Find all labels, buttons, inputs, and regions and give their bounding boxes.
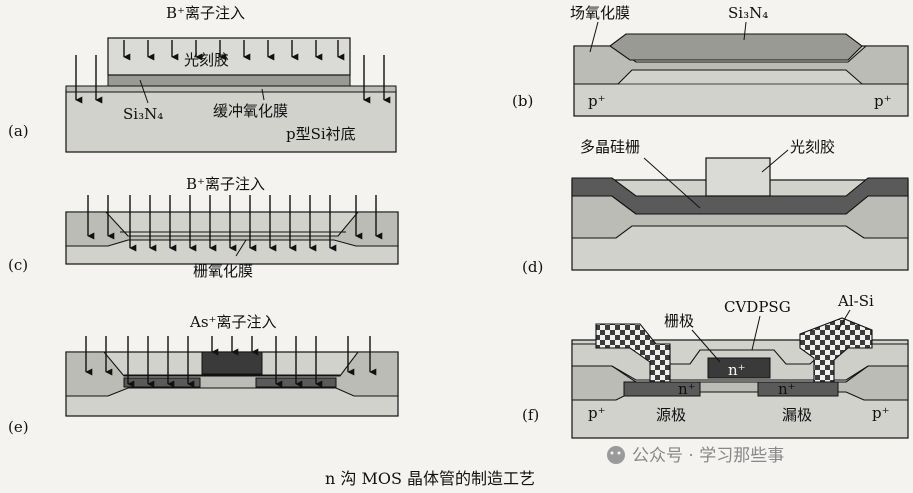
panel-label-a: (a): [8, 122, 29, 140]
watermark: 公众号 · 学习那些事: [607, 446, 784, 466]
panel-f: 栅极 CVDPSG Al-Si n⁺ n⁺ n⁺ 源极 漏极 p⁺ p⁺ (f): [522, 292, 909, 439]
label-source-f: 源极: [656, 406, 686, 424]
watermark-text: 公众号 · 学习那些事: [632, 446, 784, 466]
wechat-icon: [607, 446, 625, 464]
label-n-plus-center-f: n⁺: [728, 361, 746, 379]
panel-label-e: (e): [8, 418, 29, 436]
label-p-plus-left-f: p⁺: [588, 404, 606, 422]
label-p-plus-left-b: p⁺: [588, 92, 606, 110]
panel-label-c: (c): [8, 256, 28, 274]
label-gate-f: 栅极: [664, 312, 694, 330]
n-plus-left-e: [123, 377, 201, 388]
label-photoresist-a: 光刻胶: [184, 51, 229, 69]
label-p-plus-right-b: p⁺: [874, 92, 892, 110]
label-cvdpsg-f: CVDPSG: [724, 298, 791, 316]
implant-arrows-e: [85, 336, 377, 388]
substrate-a: [65, 89, 397, 153]
panel-e: As⁺离子注入 (e): [8, 313, 399, 436]
panel-c: B⁺离子注入 栅氧化膜 (c): [8, 175, 399, 280]
panel-label-d: (d): [522, 258, 543, 276]
label-implant-e: As⁺离子注入: [189, 313, 276, 331]
label-n-plus-right-f: n⁺: [778, 380, 796, 398]
label-implant-a: B⁺离子注入: [166, 4, 245, 22]
implant-arrows-a: [75, 40, 391, 104]
buffer-oxide-a: [65, 85, 397, 93]
label-gate-oxide-c: 栅氧化膜: [193, 262, 253, 280]
field-oxide-c: [65, 211, 399, 247]
panel-a: B⁺离子注入 光刻胶 Si₃N₄ 缓冲氧化膜 p型Si衬底 (a): [8, 4, 397, 153]
nitride-b: [609, 33, 863, 61]
label-implant-c: B⁺离子注入: [186, 175, 265, 193]
al-si-left-f: [595, 323, 671, 383]
al-si-right-f: [799, 317, 873, 383]
photoresist-d: [705, 157, 771, 197]
panel-b: 场氧化膜 Si₃N₄ p⁺ p⁺ (b): [512, 4, 909, 117]
n-plus-drain-f: [757, 381, 839, 397]
label-substrate-a: p型Si衬底: [286, 125, 356, 143]
nitride-layer-a: [107, 74, 351, 87]
gate-poly-f: [707, 357, 771, 379]
label-n-plus-left-f: n⁺: [678, 380, 696, 398]
label-nitride-a: Si₃N₄: [123, 105, 163, 123]
label-drain-f: 漏极: [782, 406, 812, 424]
label-photoresist-d: 光刻胶: [790, 138, 835, 156]
panel-label-b: (b): [512, 92, 533, 110]
panel-label-f: (f): [522, 406, 539, 424]
figure-caption: n 沟 MOS 晶体管的制造工艺: [325, 469, 535, 488]
label-field-oxide-b: 场氧化膜: [570, 4, 630, 22]
poly-gate-e: [201, 351, 263, 375]
implant-arrows-c: [87, 195, 383, 252]
label-poly-gate-d: 多晶硅栅: [580, 138, 640, 156]
panel-d: 多晶硅栅 光刻胶 (d): [522, 138, 909, 276]
label-buffer-oxide-a: 缓冲氧化膜: [213, 102, 288, 120]
label-p-plus-right-f: p⁺: [872, 404, 890, 422]
label-al-si-f: Al-Si: [837, 292, 874, 310]
label-nitride-b: Si₃N₄: [728, 4, 768, 22]
